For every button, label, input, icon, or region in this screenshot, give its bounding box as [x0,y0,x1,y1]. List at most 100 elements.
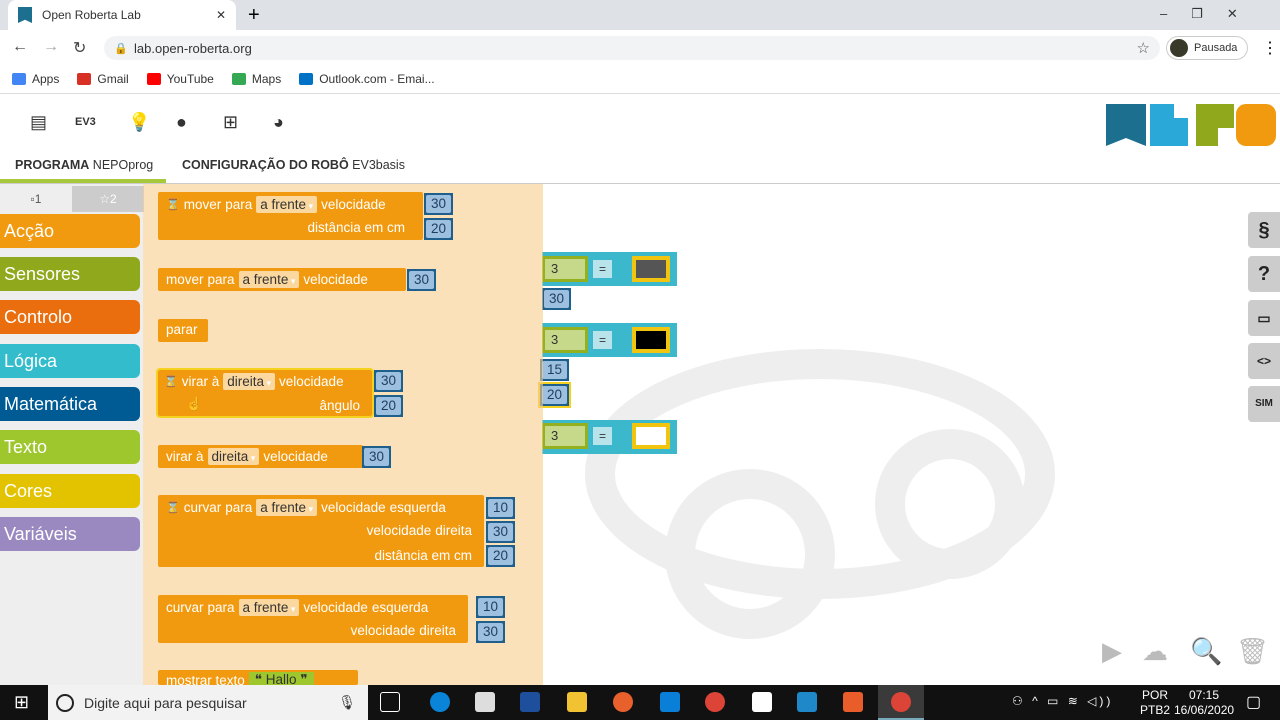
source-code-button[interactable]: § [1248,212,1280,248]
show-text-block[interactable]: mostrar texto❝ Hallo ❞ [158,670,358,685]
taskbar-search[interactable]: Digite aqui para pesquisar 🎙 [48,685,368,720]
direction-dropdown[interactable]: a frente [238,599,300,616]
speed-value[interactable]: 30 [374,370,404,392]
file-explorer-icon[interactable] [567,692,587,712]
chrome-active-task[interactable] [878,685,924,720]
text-value[interactable]: Hallo [265,672,297,685]
color-swatch[interactable] [632,327,670,353]
firefox-icon[interactable] [613,692,633,712]
task-view-icon[interactable] [380,692,400,712]
port-dropdown[interactable]: 3 [542,256,588,282]
compare-dropdown[interactable]: = [593,427,613,445]
direction-dropdown[interactable]: direita [223,373,276,390]
compare-dropdown[interactable]: = [593,331,613,349]
bookmark-outlook[interactable]: Outlook.com - Emai... [299,72,435,86]
stop-block[interactable]: parar [158,319,208,342]
user-icon[interactable]: ● [176,112,187,132]
back-icon[interactable]: ← [12,38,28,55]
tab-program[interactable]: PROGRAMA NEPOprog [15,158,153,172]
angle-value[interactable]: 20 [374,395,404,417]
simulation-button[interactable]: SIM [1248,386,1280,422]
bookmark-maps[interactable]: Maps [231,72,281,86]
store-icon[interactable] [475,692,495,712]
zoom-icon[interactable]: 🔍 [1190,636,1223,666]
category-action[interactable]: Acção [0,214,140,248]
category-control[interactable]: Controlo [0,300,140,334]
category-colors[interactable]: Cores [0,474,140,508]
angle-value[interactable]: 20 [537,382,572,408]
help-button[interactable]: ? [1248,256,1280,292]
left-speed-value[interactable]: 10 [486,497,516,519]
bookmark-star-icon[interactable]: ☆ [1136,40,1150,57]
direction-dropdown[interactable]: direita [207,448,260,465]
speed-value[interactable]: 30 [424,193,454,215]
system-tray-icons[interactable]: ⚇ ^ ▭ ≋ ◁)) [1012,694,1114,708]
reload-icon[interactable]: ↻ [73,40,87,57]
tab-robot-config[interactable]: CONFIGURAÇÃO DO ROBÔ EV3basis [182,158,405,172]
comment-button[interactable]: ▭ [1248,300,1280,336]
gallery-grid-icon[interactable]: ⊞ [223,112,239,132]
direction-dropdown[interactable]: a frente [256,499,318,516]
category-variables[interactable]: Variáveis [0,517,140,551]
bookmark-youtube[interactable]: YouTube [146,72,214,86]
microphone-icon[interactable]: 🎙 [338,694,356,710]
right-speed-value[interactable]: 30 [486,521,516,543]
edge-icon[interactable] [430,692,450,712]
profile-button[interactable]: Pausada [1166,36,1248,60]
turn-angle-block[interactable]: ⌛virar àdireitavelocidade ângulo ☝ [156,368,374,418]
speed-value[interactable]: 30 [407,269,437,291]
speed-value[interactable]: 30 [542,288,572,310]
close-tab-icon[interactable]: ✕ [215,8,226,22]
direction-dropdown[interactable]: a frente [256,196,318,213]
turn-block[interactable]: virar àdireitavelocidade [158,445,363,468]
category-sensors[interactable]: Sensores [0,257,140,291]
distance-value[interactable]: 20 [486,545,516,567]
port-dropdown[interactable]: 3 [542,327,588,353]
office-icon[interactable] [843,692,863,712]
color-swatch[interactable] [632,256,670,282]
url-bar[interactable]: 🔒 lab.open-roberta.org ☆ [104,36,1160,60]
bookmark-gmail[interactable]: Gmail [77,72,129,86]
app-icon[interactable] [752,692,772,712]
category-math[interactable]: Matemática [0,387,140,421]
mail-icon[interactable] [660,692,680,712]
port-dropdown[interactable]: 3 [542,423,588,449]
level-tab-2[interactable]: ☆2 [72,186,144,212]
color-swatch[interactable] [632,423,670,449]
cube-app-icon[interactable] [797,692,817,712]
category-logic[interactable]: Lógica [0,344,140,378]
right-speed-value[interactable]: 30 [476,621,506,643]
ev3-robot-menu[interactable]: EV3 [75,116,96,128]
browser-tab[interactable]: Open Roberta Lab ✕ [8,0,236,30]
category-text[interactable]: Texto [0,430,140,464]
distance-value[interactable]: 20 [424,218,454,240]
notifications-icon[interactable]: ▢ [1246,694,1262,711]
new-tab-button[interactable]: + [248,4,260,26]
globe-icon[interactable]: ◕ [273,112,284,132]
lightbulb-icon[interactable]: 💡 [128,112,151,132]
left-speed-value[interactable]: 10 [476,596,506,618]
cloud-upload-icon[interactable]: ☁ [1142,636,1168,666]
bookmark-apps[interactable]: Apps [12,72,59,86]
chrome-icon[interactable] [705,692,725,712]
trash-icon[interactable]: 🗑 [1236,636,1270,666]
level-tab-1[interactable]: ▫1 [0,186,72,212]
compare-dropdown[interactable]: = [593,260,613,278]
speed-value[interactable]: 30 [362,446,392,468]
direction-dropdown[interactable]: a frente [238,271,300,288]
speed-value[interactable]: 15 [540,359,570,381]
code-view-button[interactable]: <> [1248,343,1280,379]
menu-icon[interactable]: ⋮ [1262,40,1278,57]
windows-start-icon[interactable]: ⊞ [14,692,30,712]
window-controls[interactable]: –❐✕ [1160,6,1262,21]
b-app-icon[interactable] [520,692,540,712]
run-play-icon[interactable]: ▶ [1102,636,1122,666]
document-icon[interactable]: ▤ [30,112,48,132]
forward-icon[interactable]: → [43,38,59,55]
